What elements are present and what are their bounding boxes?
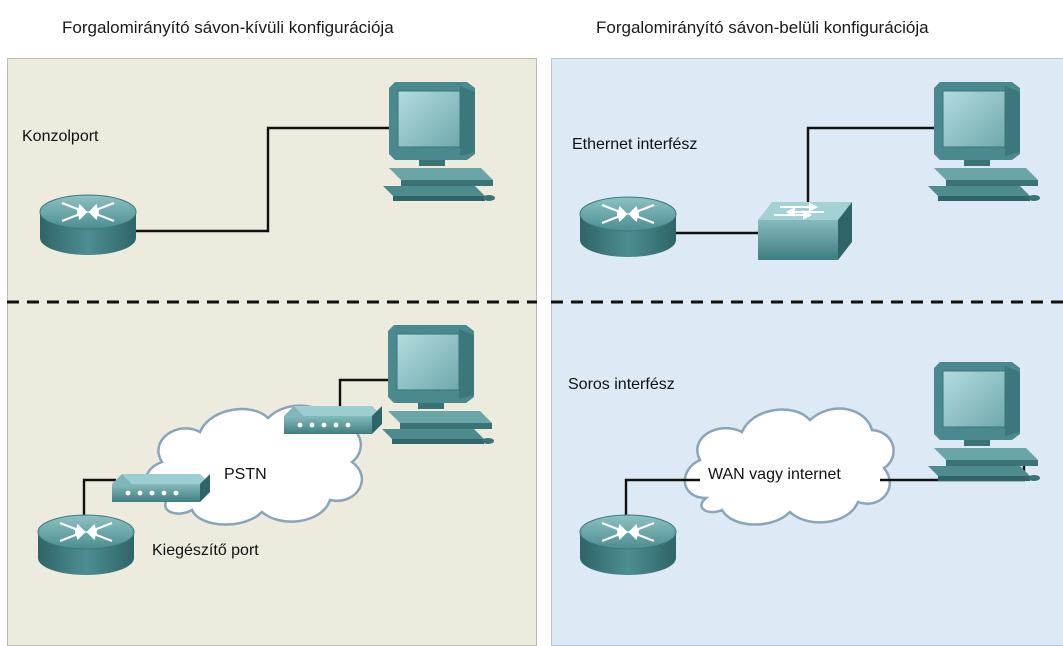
pc-icon — [382, 81, 496, 202]
modem-icon — [112, 474, 210, 502]
pc-icon — [927, 361, 1041, 482]
pc-icon — [381, 324, 495, 445]
left-panel-title: Forgalomirányító sávon-kívüli konfigurác… — [62, 18, 394, 37]
pstn-label: PSTN — [224, 466, 267, 483]
right-panel-title: Forgalomirányító sávon-belüli konfigurác… — [596, 18, 929, 37]
serial-interface-label: Soros interfész — [568, 376, 675, 393]
aux-cable — [82, 478, 116, 524]
ethernet-interface-label: Ethernet interfész — [572, 136, 698, 153]
modem-icon — [284, 406, 382, 434]
console-port-label: Konzolport — [22, 128, 99, 145]
wan-cloud — [683, 407, 895, 526]
serial-cable — [624, 478, 700, 524]
router-icon — [36, 513, 136, 577]
wan-label: WAN vagy internet — [708, 466, 841, 483]
switch-pc-cable — [806, 126, 936, 213]
router-icon — [38, 193, 138, 257]
router-icon — [578, 195, 678, 259]
router-icon — [578, 513, 678, 577]
modem-pc-cable — [338, 378, 398, 412]
switch-icon — [758, 202, 852, 260]
aux-port-label: Kiegészítő port — [152, 542, 259, 559]
pc-icon — [927, 81, 1041, 202]
console-cable — [133, 126, 402, 233]
